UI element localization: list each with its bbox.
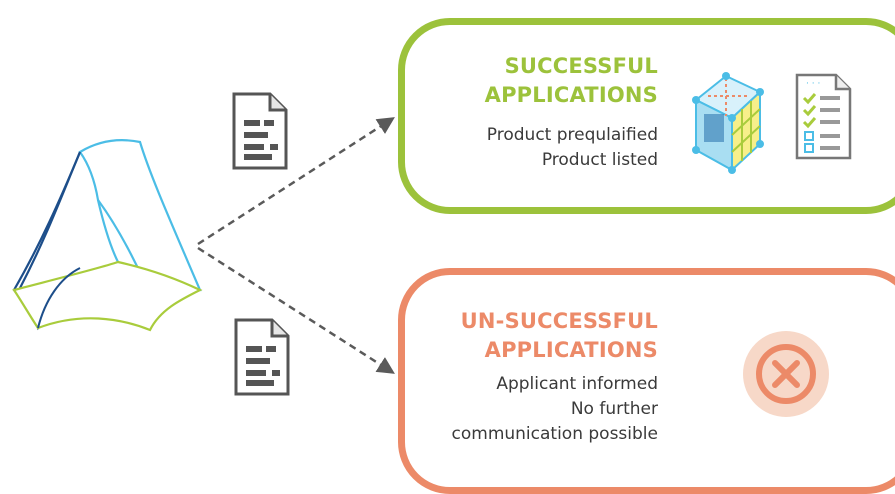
document-icon — [234, 318, 290, 396]
arrows — [197, 117, 395, 374]
unsuccessful-details: Applicant informed No further communicat… — [451, 374, 658, 444]
triangular-ribbon-logo-icon — [12, 139, 203, 332]
successful-heading: SUCCESSFUL APPLICATIONS — [484, 54, 658, 107]
arrow-to-success — [197, 117, 395, 246]
checklist-document-icon: · · · — [795, 73, 852, 160]
arrow-to-failure — [197, 246, 395, 374]
unsuccessful-heading: UN-SUCCESSFUL APPLICATIONS — [460, 309, 658, 362]
svg-text:· · ·: · · · — [806, 79, 820, 89]
grid-cube-icon — [692, 72, 764, 174]
successful-details: Product prequlaified Product listed — [486, 125, 658, 170]
document-icon — [232, 92, 288, 170]
x-circle-icon — [743, 331, 829, 417]
